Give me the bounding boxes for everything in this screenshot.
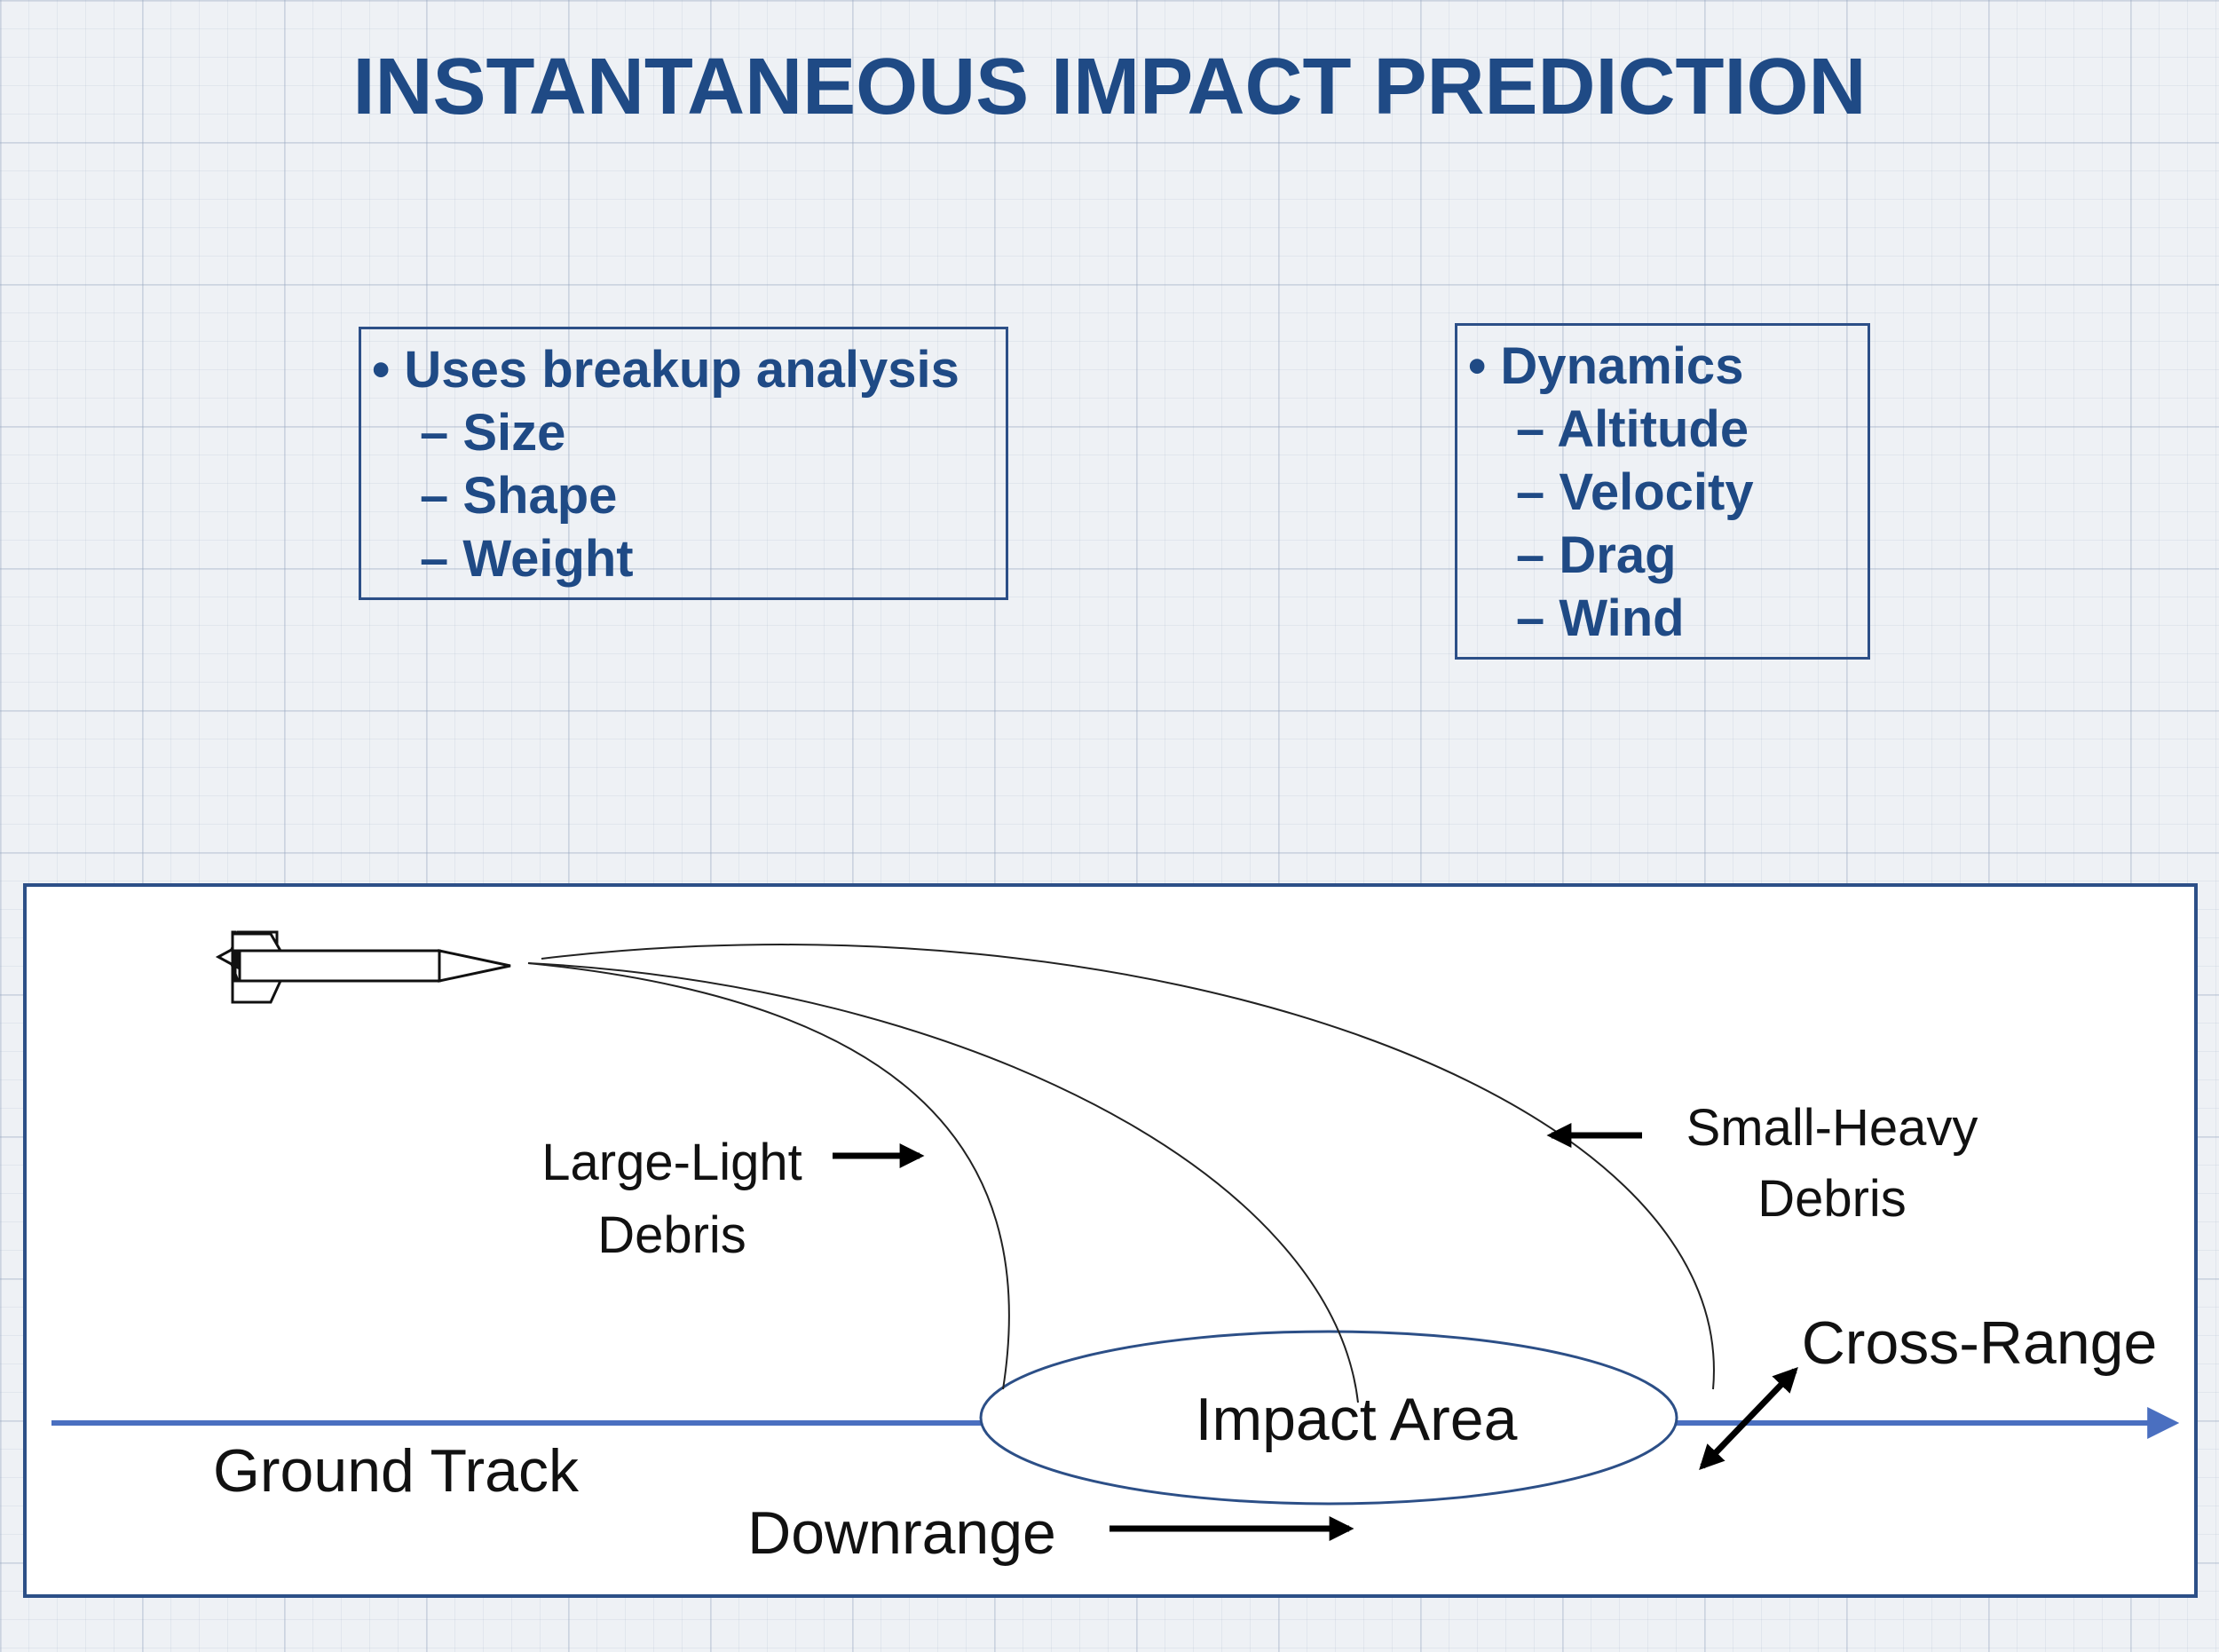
breakup-analysis-box: • Uses breakup analysis – Size – Shape –… xyxy=(359,327,1008,600)
cross-range-label: Cross-Range xyxy=(1802,1309,2158,1377)
sub-item: – Size xyxy=(420,404,566,462)
impact-area-label: Impact Area xyxy=(1196,1386,1518,1453)
sub-item: – Altitude xyxy=(1516,400,1749,458)
rocket-icon xyxy=(215,930,511,1004)
sub-item: – Drag xyxy=(1516,526,1677,584)
sub-item-label: Velocity xyxy=(1559,463,1754,521)
dynamics-heading: Dynamics xyxy=(1500,337,1744,395)
sub-item-label: Wind xyxy=(1559,589,1685,647)
cross-range-arrow xyxy=(1699,1366,1798,1471)
small-heavy-label-line1: Small-Heavy xyxy=(1686,1099,1978,1157)
sub-item-label: Altitude xyxy=(1557,400,1749,458)
sub-item: – Shape xyxy=(420,467,618,525)
medium-trajectory xyxy=(527,962,1359,1403)
sub-item-label: Size xyxy=(462,404,566,462)
small-heavy-trajectory xyxy=(541,944,1715,1390)
large-light-label-line1: Large-Light xyxy=(541,1134,802,1191)
small-heavy-label-line2: Debris xyxy=(1757,1170,1907,1228)
dynamics-box: • Dynamics – Altitude – Velocity – Drag … xyxy=(1455,323,1870,660)
downrange-label: Downrange xyxy=(747,1499,1056,1567)
sub-item: – Velocity xyxy=(1516,463,1754,521)
bullet-item: • Uses breakup analysis xyxy=(372,341,959,399)
large-light-trajectory xyxy=(527,962,1010,1390)
breakup-heading: Uses breakup analysis xyxy=(404,341,959,399)
bullet-item: • Dynamics xyxy=(1468,337,1744,395)
sub-item: – Weight xyxy=(420,530,634,588)
sub-item-label: Weight xyxy=(462,530,634,588)
ground-track-label: Ground Track xyxy=(213,1437,580,1505)
impact-area-ellipse xyxy=(979,1330,1678,1506)
sub-item-label: Drag xyxy=(1559,526,1677,584)
page-title: INSTANTANEOUS IMPACT PREDICTION xyxy=(352,43,1867,131)
large-light-label-line2: Debris xyxy=(597,1206,746,1264)
sub-item-label: Shape xyxy=(462,467,618,525)
sub-item: – Wind xyxy=(1516,589,1685,647)
